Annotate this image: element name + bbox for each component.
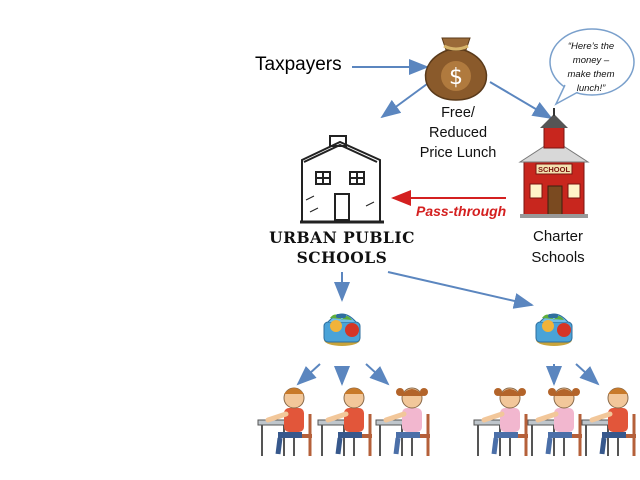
pass-through-label: Pass-through xyxy=(416,203,507,219)
speech-line-3: make them xyxy=(567,69,615,80)
speech-bubble xyxy=(549,28,635,106)
urban-school-icon xyxy=(300,135,384,224)
charter-school-icon xyxy=(518,108,590,218)
lunch-program-label: Free/ Reduced Price Lunch xyxy=(416,103,500,163)
svg-text:$: $ xyxy=(449,65,463,90)
urban-label-line-1: URBAN PUBLIC xyxy=(269,228,415,247)
lunch-label-line-3: Price Lunch xyxy=(419,145,497,161)
student-icon-4 xyxy=(474,388,528,456)
charter-label-line-2: Schools xyxy=(531,249,585,266)
speech-line-1: “Here’s the xyxy=(567,41,615,52)
arrow-lunch-left-student-3 xyxy=(365,363,390,386)
student-icon-5 xyxy=(528,388,582,456)
arrow-lunch-right-student-2 xyxy=(575,363,600,386)
charter-label-line-1: Charter xyxy=(532,228,584,245)
lunchbox-icon-right xyxy=(535,313,573,347)
urban-label-line-2: SCHOOLS xyxy=(296,248,388,267)
arrow-lunch-left-student-1 xyxy=(296,363,321,386)
speech-line-2: money – xyxy=(572,55,610,66)
arrow-bag-to-urban xyxy=(380,83,428,119)
urban-schools-label: URBAN PUBLIC SCHOOLS xyxy=(262,228,422,268)
money-bag-icon: $ xyxy=(424,37,488,101)
lunch-label-line-1: Free/ xyxy=(441,105,475,121)
charter-schools-label: Charter Schools xyxy=(520,226,596,268)
lunchbox-icon-left xyxy=(323,313,361,347)
student-icon-2 xyxy=(318,388,372,456)
student-icon-6 xyxy=(582,388,636,456)
arrow-urban-to-lunch-right xyxy=(387,271,534,309)
lunch-label-line-2: Reduced xyxy=(428,125,488,141)
arrow-bag-to-charter xyxy=(489,81,553,120)
speech-line-4: lunch!” xyxy=(576,83,606,94)
speech-bubble-text: “Here’s the money – make them lunch!” xyxy=(556,40,626,96)
student-icon-3 xyxy=(376,388,430,456)
school-sign-text: SCHOOL xyxy=(538,165,571,174)
taxpayers-label: Taxpayers xyxy=(255,54,342,75)
student-icon-1 xyxy=(258,388,312,456)
